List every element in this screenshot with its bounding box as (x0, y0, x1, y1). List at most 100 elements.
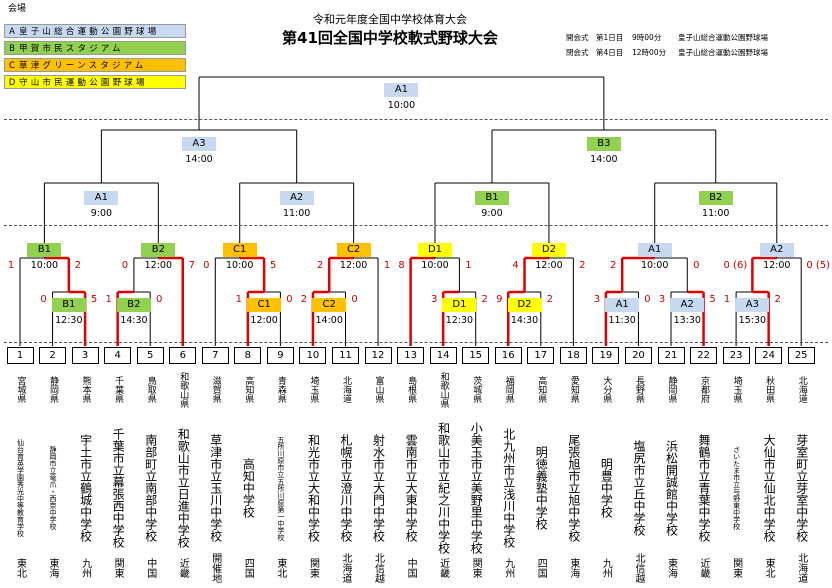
team-school: 静岡市立竜爪・西奈中学校 (49, 446, 58, 530)
round-divider (4, 119, 828, 120)
team-number: 19 (592, 347, 620, 364)
match-time: 14:30 (510, 315, 539, 326)
match-box: B2 (141, 243, 176, 257)
match-score: 0 (156, 294, 163, 305)
team-number: 22 (690, 347, 718, 364)
schedule-cell: 第4日目 (596, 48, 624, 57)
match-time: 10:00 (30, 260, 59, 271)
team-region: 近畿 (437, 558, 449, 578)
team-region: 四国 (242, 558, 254, 578)
team-number: 4 (104, 347, 132, 364)
match-box: B2 (116, 298, 151, 312)
match-time: 10:00 (387, 100, 416, 111)
match-time: 12:00 (144, 260, 173, 271)
match-box: B2 (698, 191, 733, 205)
team-prefecture: 福岡県 (503, 376, 514, 403)
team-school: 和歌山市立紀之川中学校 (436, 422, 451, 554)
match-time: 10:00 (421, 260, 449, 271)
team-school: 明徳義塾中学校 (534, 446, 549, 530)
team-school: 小美玉市立美野里中学校 (469, 422, 484, 554)
team-number: 24 (755, 347, 783, 364)
team-number: 3 (71, 347, 99, 364)
team-school: 塩尻市立丘中学校 (631, 440, 646, 536)
match-box: A1 (637, 243, 672, 257)
match-box: B1 (474, 191, 509, 205)
team-prefecture: 埼玉県 (308, 376, 319, 403)
match-score: 0 (5) (806, 260, 831, 271)
team-school: 宇土市立鶴城中学校 (78, 434, 93, 542)
team-number: 9 (266, 347, 294, 364)
team-school: さいたま市立与野東中学校 (732, 446, 741, 530)
match-score: 5 (269, 260, 277, 271)
team-prefecture: 高知県 (243, 376, 254, 403)
schedule-cell: 第1日目 (596, 33, 624, 42)
match-score: 2 (317, 260, 324, 271)
team-school: 射水市立大門中学校 (371, 434, 386, 542)
venue-key: C (9, 61, 15, 71)
team-region: 九州 (502, 558, 514, 578)
match-box: C1 (222, 243, 257, 257)
team-region: 東北 (14, 558, 26, 578)
team-school: 舞鶴市立青葉中学校 (697, 434, 712, 542)
team-number: 5 (136, 347, 164, 364)
team-region: 東海 (47, 558, 59, 578)
match-time: 14:00 (315, 315, 343, 326)
match-box: D2 (507, 298, 542, 312)
team-school: 雲南市立大東中学校 (404, 434, 419, 542)
team-school: 尾張旭市立旭中学校 (566, 434, 581, 542)
match-box: B1 (27, 243, 62, 257)
team-school: 芽室町立芽室中学校 (794, 434, 809, 542)
team-prefecture: 北海道 (796, 376, 807, 403)
match-score: 1 (465, 260, 472, 271)
venue-legend-item: C 草津グリーンスタジアム (4, 58, 186, 72)
team-region: 中国 (144, 558, 156, 578)
team-region: 九州 (79, 558, 91, 578)
venue-key: B (9, 44, 15, 54)
team-school: 草津市立玉川中学校 (208, 434, 223, 542)
match-score: 3 (658, 294, 666, 305)
match-box: A1 (605, 298, 640, 312)
team-region: 関東 (730, 558, 742, 578)
schedule-cell: 開会式 (566, 33, 589, 42)
match-time: 14:00 (590, 154, 618, 165)
team-number: 12 (364, 347, 392, 364)
match-box: A3 (735, 298, 770, 312)
team-number: 15 (462, 347, 490, 364)
match-score: 1 (723, 294, 731, 305)
match-time: 11:00 (702, 208, 730, 219)
team-region: 北信越 (372, 553, 384, 583)
match-box: D2 (531, 243, 566, 257)
team-school: 五所川原市立五所川原第一中学校 (276, 435, 285, 541)
team-prefecture: 埼玉県 (731, 376, 742, 403)
match-time: 15:30 (738, 315, 767, 326)
match-score: 3 (430, 294, 438, 305)
team-number: 21 (657, 347, 685, 364)
team-prefecture: 愛知県 (568, 376, 579, 403)
team-number: 17 (527, 347, 555, 364)
round-divider (4, 225, 828, 226)
team-prefecture: 和歌山県 (438, 371, 449, 408)
team-region: 関東 (470, 558, 482, 578)
match-score: 0 (693, 260, 700, 271)
team-prefecture: 千葉県 (113, 376, 124, 403)
match-time: 12:00 (535, 260, 563, 271)
match-score: 5 (709, 294, 716, 305)
match-score: 1 (383, 260, 391, 271)
match-box: C2 (336, 243, 371, 257)
team-region: 関東 (112, 558, 124, 578)
team-prefecture: 北海道 (341, 376, 351, 403)
venue-name: 草津グリーンスタジアム (19, 61, 147, 71)
